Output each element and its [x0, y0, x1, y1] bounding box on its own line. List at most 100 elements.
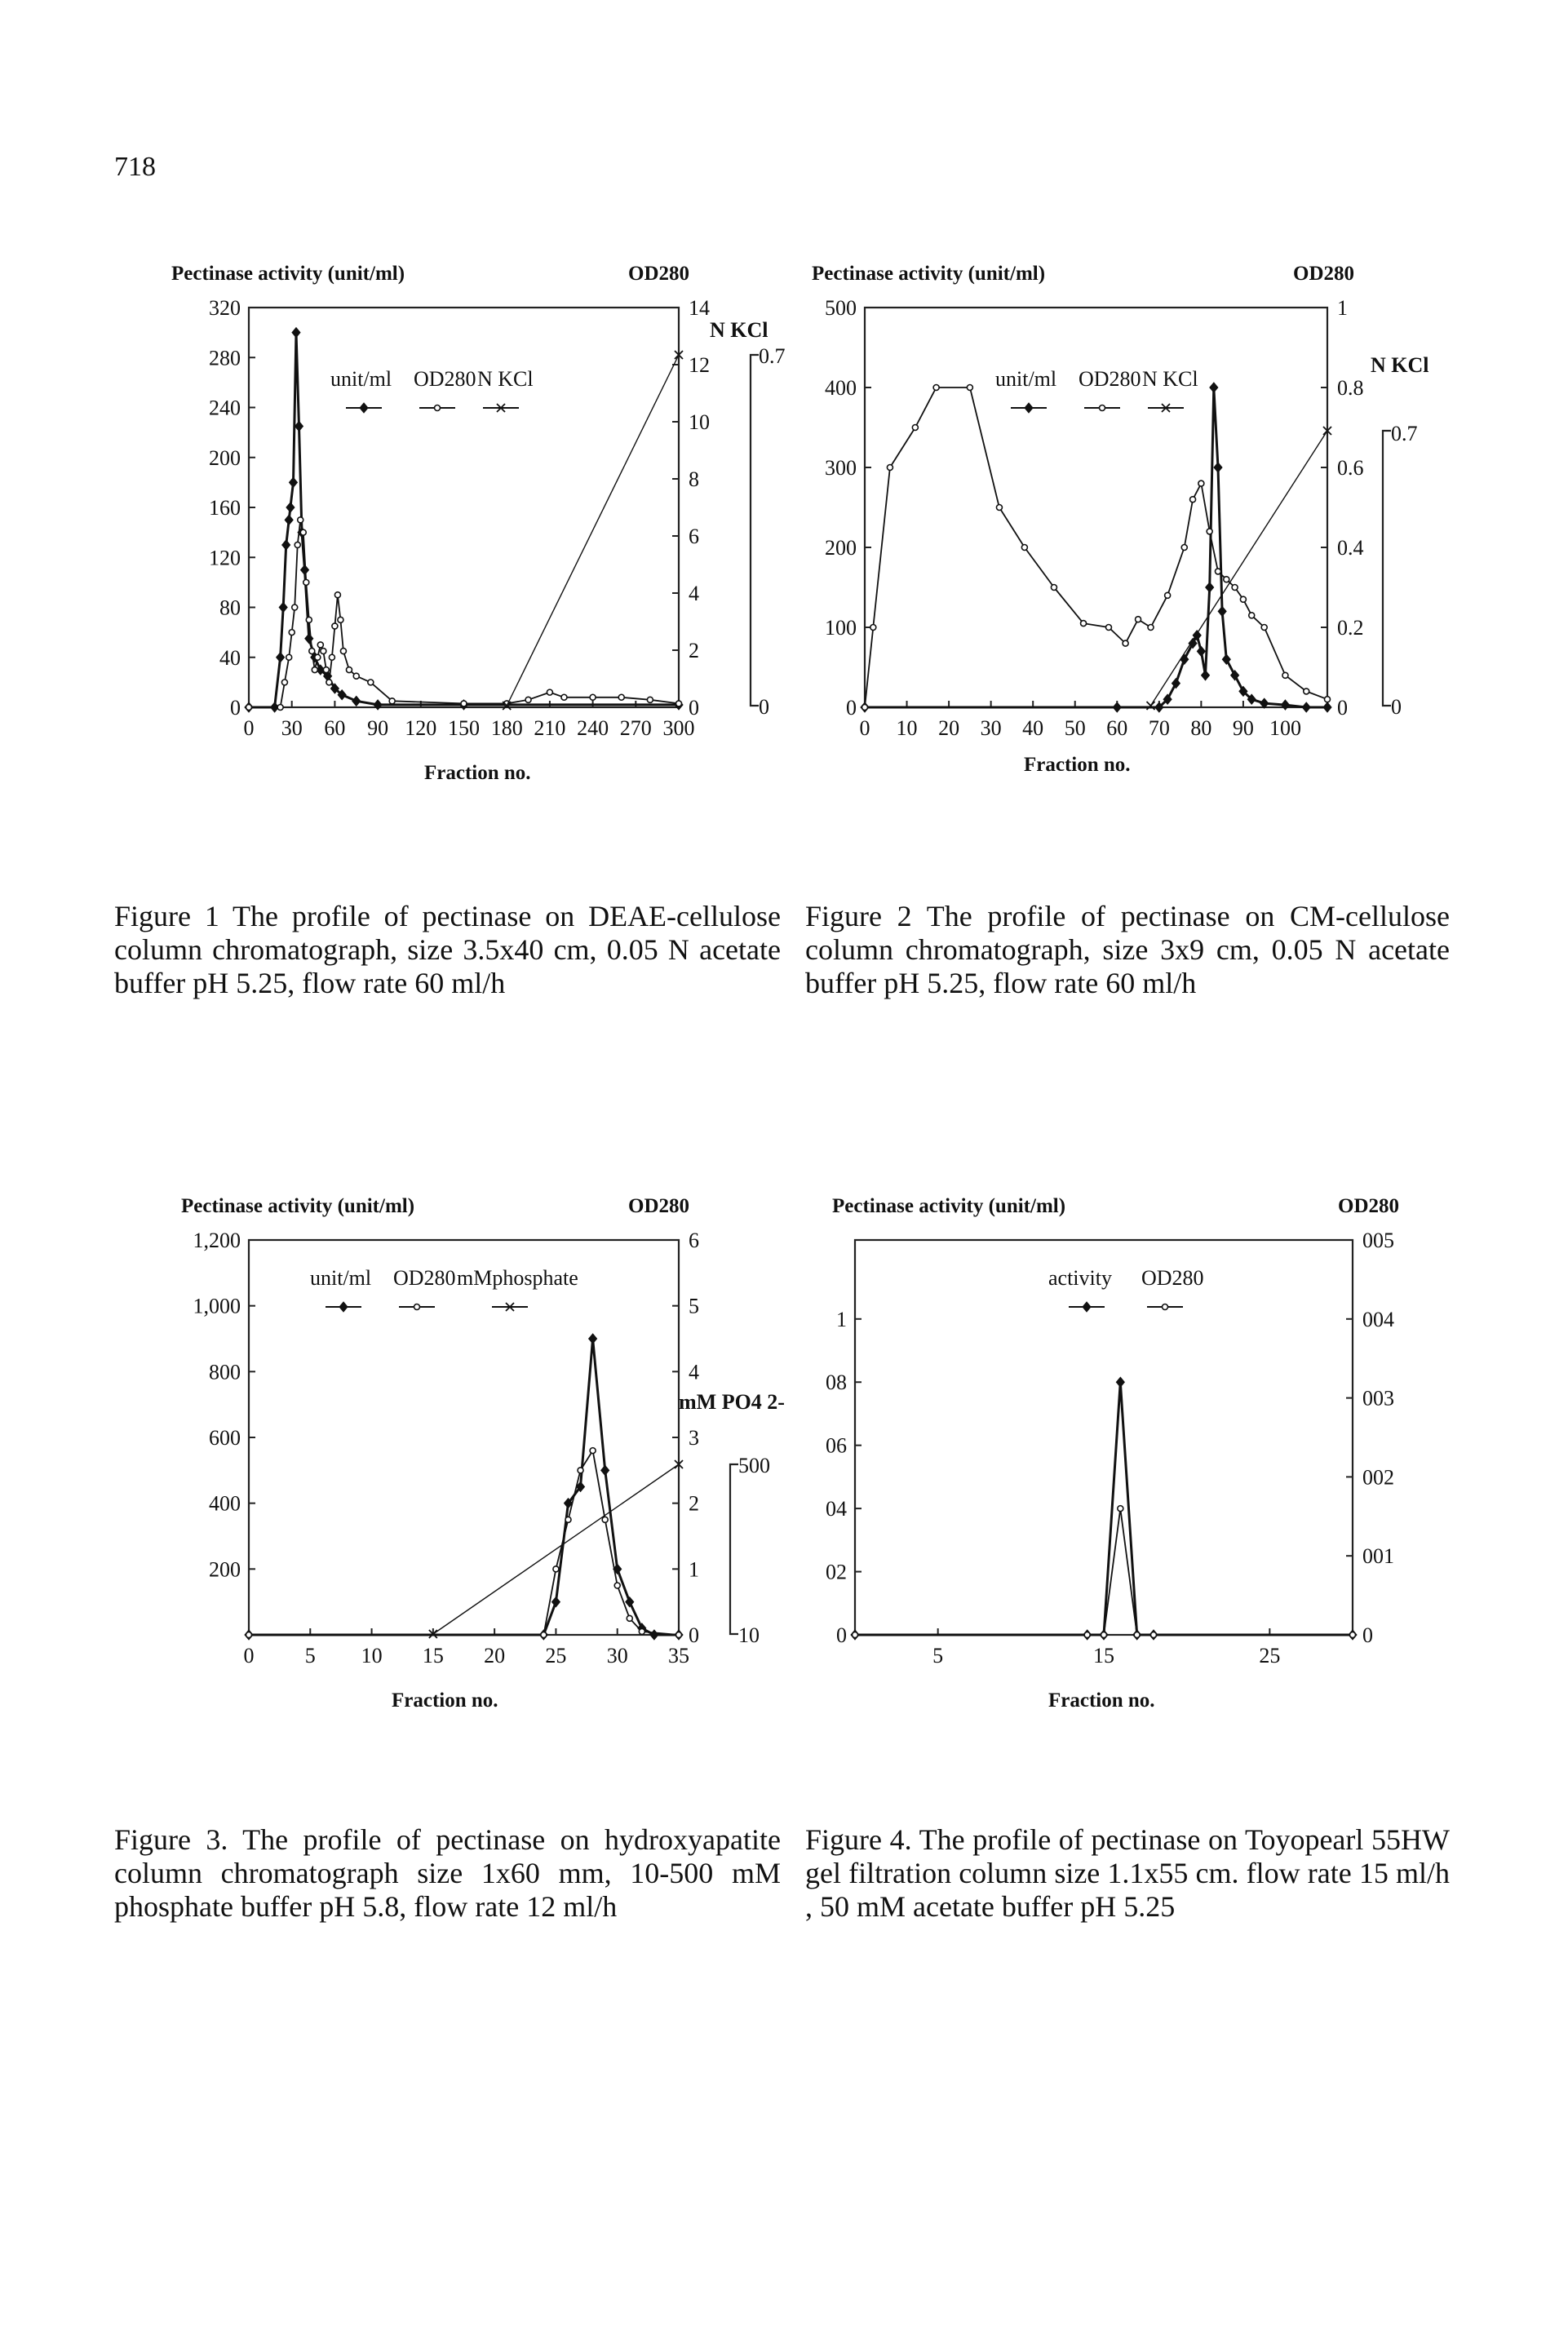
y-left-tick-label-3: 300: [825, 456, 857, 480]
series-0-point-3: [1115, 1376, 1125, 1388]
figure-1-caption: Figure 1 The profile of pectinase on DEA…: [114, 900, 781, 999]
x-tick-label-0: 0: [244, 1644, 255, 1667]
legend-marker-1: [1098, 404, 1106, 412]
y-right-tick-label-5: 10: [689, 410, 710, 434]
figure-2-caption: Figure 2 The profile of pectinase on CM-…: [805, 900, 1450, 999]
x-tick-label-0: 0: [860, 716, 870, 740]
y-right-tick-label-0: 0: [689, 696, 699, 720]
series-1-point-16: [1189, 495, 1197, 503]
series-1-point-17: [326, 679, 333, 686]
series-0-point-10: [1205, 582, 1215, 593]
series-1-point-22: [1239, 596, 1247, 604]
series-1-point-26: [388, 698, 396, 705]
legend-marker-0: [1082, 1301, 1092, 1313]
series-1-point-19: [1214, 568, 1222, 575]
series-0-point-6: [1188, 637, 1198, 649]
series-1-point-4: [577, 1467, 584, 1474]
y-left-tick-label-4: 400: [825, 376, 857, 400]
series-2-point-1: [1322, 426, 1332, 436]
fig3-x-axis-label: Fraction no.: [392, 1690, 498, 1712]
series-1-point-4: [288, 628, 296, 636]
series-1-point-8: [1050, 583, 1058, 591]
y-left-tick-label-3: 06: [826, 1434, 847, 1458]
series-line-0: [855, 1380, 1353, 1636]
series-1-point-13: [314, 653, 321, 662]
series-line-2: [1149, 430, 1328, 706]
legend-label-2: mMphosphate: [457, 1266, 578, 1290]
series-1-point-1: [540, 1631, 547, 1639]
series-0-point-2: [1154, 702, 1164, 713]
series-0-point-9: [1200, 670, 1211, 681]
series-1-point-24: [352, 672, 361, 680]
legend-label-2: N KCl: [477, 367, 534, 391]
series-line-2: [432, 1464, 680, 1635]
legend-label-2: N KCl: [1142, 367, 1198, 391]
x-tick-label-1: 5: [305, 1644, 316, 1667]
y-right-tick-label-6: 6: [689, 1229, 699, 1252]
series-1-point-1: [1083, 1631, 1091, 1639]
y-left-tick-label-1: 40: [219, 646, 241, 670]
fig4-plot-frame: [853, 1238, 1354, 1636]
y-left-tick-label-5: 500: [825, 296, 857, 320]
series-1-point-5: [966, 383, 974, 392]
x-tick-label-6: 180: [491, 716, 523, 740]
y-left-tick-label-5: 1,000: [193, 1295, 241, 1318]
series-0-point-12: [304, 632, 314, 644]
series-1-point-23: [345, 666, 353, 674]
series-1-point-7: [613, 1582, 622, 1589]
series-1-point-9: [1079, 619, 1087, 627]
series-line-0: [249, 1337, 679, 1636]
fig2-salt-tick-low: 0: [1391, 695, 1402, 719]
series-0-point-6: [600, 1464, 610, 1477]
y-right-tick-label-3: 003: [1362, 1387, 1394, 1410]
series-1-point-3: [911, 423, 919, 432]
y-right-tick-label-1: 001: [1362, 1544, 1394, 1568]
y-left-tick-label-5: 1: [836, 1308, 847, 1331]
x-tick-label-6: 30: [607, 1644, 628, 1667]
series-0-point-9: [294, 420, 304, 432]
series-1-point-15: [320, 647, 327, 655]
legend-marker-2: [496, 403, 506, 413]
legend-label-0: activity: [1048, 1266, 1112, 1290]
y-left-tick-label-0: 0: [846, 696, 857, 720]
fig4-series: [850, 1376, 1358, 1641]
fig4-right-axis-title: OD280: [1338, 1195, 1399, 1217]
series-1-point-20: [334, 591, 342, 599]
fig2-left-axis-title: Pectinase activity (unit/ml): [812, 263, 1046, 285]
fig1-salt-tick-high: 0.7: [759, 344, 786, 368]
y-right-tick-label-3: 6: [689, 525, 699, 548]
y-right-tick-label-2: 0.4: [1337, 536, 1364, 560]
series-0-point-16: [1238, 685, 1248, 698]
series-0-point-2: [275, 651, 286, 663]
y-left-tick-label-2: 200: [825, 536, 857, 560]
y-left-tick-label-7: 280: [209, 346, 241, 370]
fig2-series: [860, 382, 1332, 713]
series-0-point-16: [330, 683, 340, 694]
series-0-point-19: [1280, 699, 1291, 711]
fig4-x-axis-label: Fraction no.: [1048, 1690, 1155, 1712]
fig1-left-axis-title: Pectinase activity (unit/ml): [171, 263, 405, 285]
series-1-point-0: [245, 1631, 253, 1639]
fig2-left-ticks: 0 100 200 300 400 500: [825, 296, 871, 720]
y-left-tick-label-1: 02: [826, 1561, 847, 1584]
series-0-point-11: [299, 564, 310, 576]
series-2-point-0: [1145, 701, 1156, 711]
fig4-left-axis-title: Pectinase activity (unit/ml): [832, 1195, 1066, 1217]
series-0-point-8: [1196, 645, 1207, 658]
series-1-point-0: [861, 703, 869, 711]
fig1-x-axis-label: Fraction no.: [424, 762, 531, 784]
legend-marker-0: [1024, 402, 1034, 414]
fig3-salt-label: mM PO4 2-: [679, 1390, 785, 1414]
x-tick-label-0: 0: [244, 716, 255, 740]
series-1-point-16: [322, 666, 330, 674]
y-right-tick-label-3: 0.6: [1337, 456, 1364, 480]
series-1-point-2: [281, 679, 289, 686]
y-left-tick-label-1: 100: [825, 616, 857, 640]
y-left-tick-label-8: 320: [209, 296, 241, 320]
series-1-point-30: [546, 689, 554, 696]
